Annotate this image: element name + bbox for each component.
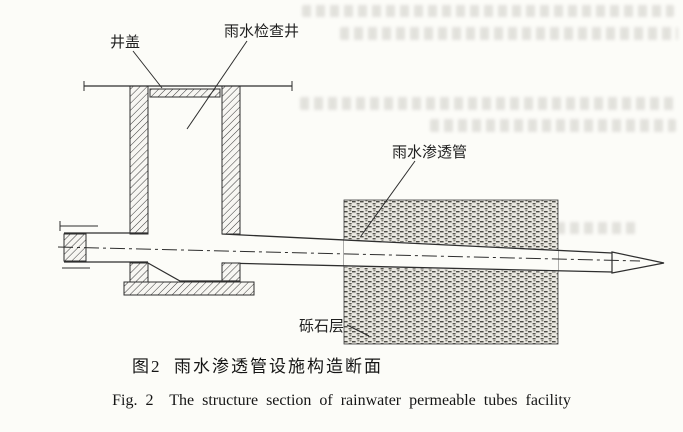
permeable-pipe-bottom [221,262,613,273]
inspection-well-label: 雨水检查井 [224,23,299,40]
gravel-bed [343,199,559,345]
figure-caption-english: Fig. 2 The structure section of rainwate… [112,392,571,409]
well-left-wall-lower [129,262,149,283]
well-right-wall-lower [221,262,241,283]
flow-arrow [611,251,665,274]
well-cover-label: 井盖 [110,34,140,51]
well-right-wall [221,85,241,235]
figure-caption-chinese: 图2 雨水渗透管设施构造断面 [132,357,383,376]
leader-well-cover [132,50,163,89]
well-cover [149,88,221,98]
flow-centerline [57,246,641,262]
leader-inspection-well [186,40,248,130]
well-base-slab [123,281,255,296]
well-benching [147,262,240,282]
gravel-layer-label: 砾石层 [299,318,344,335]
permeable-pipe-label: 雨水渗透管 [392,144,467,161]
leader-permeable-pipe [360,160,416,237]
permeable-pipe-top [221,233,613,254]
leader-gravel-layer [346,324,370,337]
well-left-wall [129,85,149,235]
